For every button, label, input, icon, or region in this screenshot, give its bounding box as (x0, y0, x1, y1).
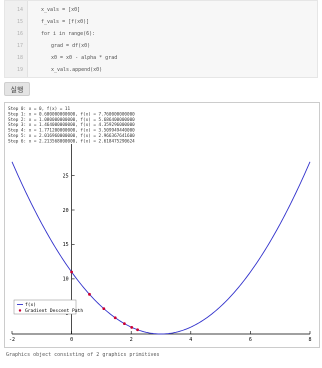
log-line: Step 3: x = 1.464000000000, f(x) = 4.359… (8, 122, 135, 128)
log-line: Step 4: x = 1.771200000000, f(x) = 3.509… (8, 128, 135, 134)
descent-point (113, 316, 117, 320)
x-tick-label: 2 (130, 337, 133, 343)
line-number: 17 (16, 43, 23, 49)
code-editor[interactable]: 14 x_vals = [x0] 15 f_vals = [f(x0)] 16 for i… (4, 0, 318, 78)
legend-swatch-path (18, 309, 22, 312)
log-line: Step 2: x = 1.080000000000, f(x) = 5.686… (8, 117, 135, 123)
code-line: x0 = x0 - alpha * grad (51, 55, 118, 61)
x-tick-label: 8 (308, 337, 311, 343)
log-line: Step 6: x = 2.213568000000, f(x) = 2.618… (8, 138, 135, 144)
line-number: 15 (16, 19, 23, 25)
line-number: 14 (16, 7, 23, 13)
code-line: for i in range(6): (41, 31, 96, 37)
y-tick-label: 25 (63, 173, 69, 179)
curve-fx (11, 161, 311, 335)
x-tick-label: 4 (189, 337, 192, 343)
descent-point (122, 322, 126, 325)
legend-label: Gradient Descent Path (25, 308, 83, 314)
descent-point (70, 270, 73, 274)
y-tick-label: 20 (63, 208, 69, 214)
code-line: x_vals = [x0] (41, 7, 81, 13)
code-line: f_vals = [f(x0)] (41, 19, 90, 25)
chart-marks (11, 161, 311, 335)
log-line: Step 1: x = 0.600000000000, f(x) = 7.760… (8, 111, 135, 117)
log-line: Step 0: x = 0, f(x) = 11 (8, 106, 70, 112)
descent-point (130, 325, 134, 329)
x-tick-label: -2 (9, 337, 15, 343)
descent-point (88, 292, 91, 296)
x-tick-label: 0 (70, 337, 73, 343)
line-number: 19 (16, 67, 23, 73)
y-tick-label: 15 (63, 242, 69, 248)
line-number: 16 (16, 31, 23, 37)
legend: f(x)Gradient Descent Path (13, 299, 83, 315)
legend-box (13, 299, 77, 315)
y-tick-label: 10 (63, 277, 69, 283)
descent-point (102, 307, 106, 311)
line-number: 18 (16, 55, 23, 61)
code-line: grad = df(x0) (51, 43, 91, 49)
output-status: Graphics object consisting of 2 graphics… (6, 352, 160, 358)
run-button[interactable]: 실행 (4, 82, 30, 96)
legend-label: f(x) (25, 302, 36, 308)
x-tick-label: 6 (249, 337, 252, 343)
log-line: Step 5: x = 2.016960000000, f(x) = 2.966… (8, 133, 135, 139)
code-line: x_vals.append(x0) (51, 67, 103, 73)
descent-point (136, 328, 139, 332)
line-number-gutter (5, 1, 28, 77)
